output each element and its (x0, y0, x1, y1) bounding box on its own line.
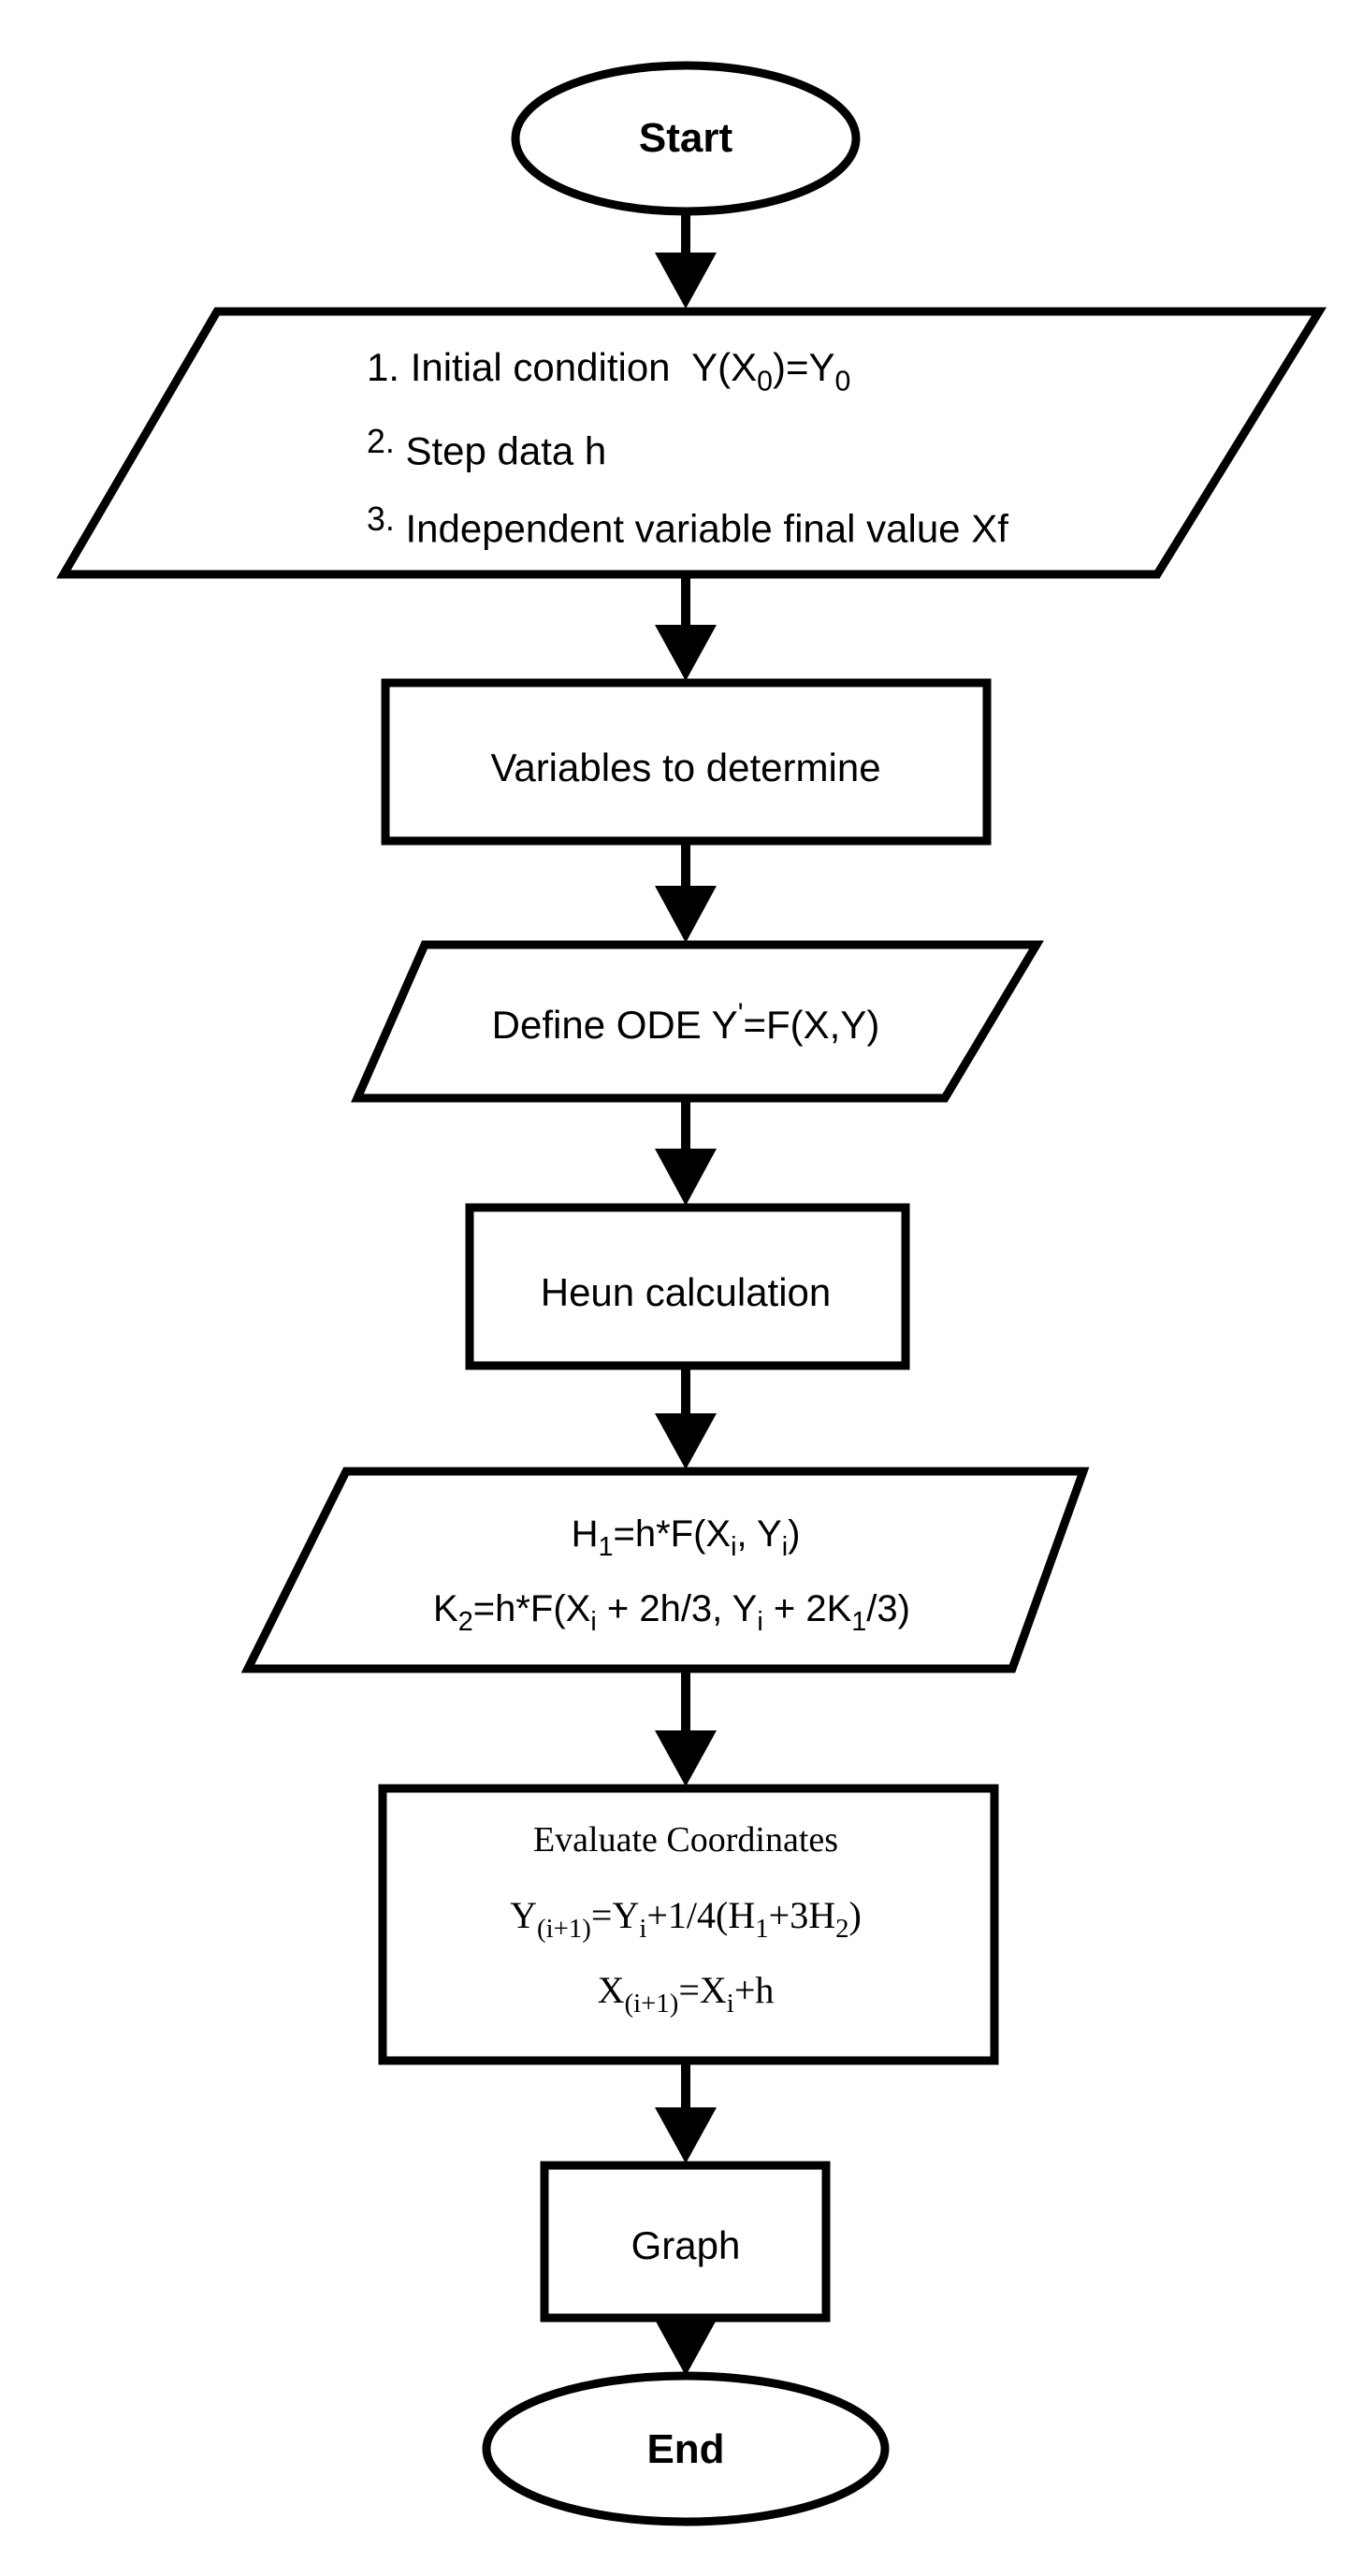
define-ode-input (351, 940, 1044, 1103)
item-text: Initial condition (410, 345, 671, 389)
arrowhead-2 (655, 625, 717, 681)
item-text: Step data h (405, 428, 607, 473)
input-item-2: 2. Step data h (367, 423, 607, 473)
initial-data-input (56, 307, 1327, 579)
arrowhead-5 (655, 1413, 717, 1469)
end-label: End (646, 2426, 725, 2472)
variables-label: Variables to determine (490, 745, 881, 789)
graph-label: Graph (631, 2223, 741, 2267)
heun-label: Heun calculation (540, 1270, 832, 1314)
input-item-3: 3. Independent variable final value Xf (367, 500, 1008, 551)
define-ode-label: Define ODE Y'=F(X,Y) (491, 998, 880, 1047)
initial-condition-formula: Y(X0)=Y0 (691, 345, 851, 398)
input-item-1: 1. Initial condition Y(X0)=Y0 (367, 345, 851, 398)
arrowhead-6 (655, 1730, 717, 1787)
item-number: 1. (367, 345, 400, 389)
y-next-formula: Y(i+1)=Yi+1/4(H1+3H2) (510, 1894, 862, 1945)
item-number: 3. (367, 500, 395, 538)
heun-formulas-input (240, 1467, 1090, 1673)
start-label: Start (638, 115, 733, 161)
arrowhead-3 (655, 886, 717, 943)
arrowhead-1 (655, 253, 717, 309)
x-next-formula: X(i+1)=Xi+h (597, 1969, 775, 2019)
evaluate-title: Evaluate Coordinates (532, 1820, 839, 1860)
k2-formula: K2=h*F(Xi + 2h/3, Yi + 2K1/3) (433, 1588, 910, 1638)
arrowhead-8 (655, 2320, 717, 2376)
arrowhead-4 (655, 1149, 717, 1206)
h1-formula: H1=h*F(Xi, Yi) (571, 1513, 801, 1563)
item-number: 2. (367, 423, 395, 460)
item-text: Independent variable final value Xf (405, 506, 1008, 551)
arrowhead-7 (655, 2107, 717, 2164)
